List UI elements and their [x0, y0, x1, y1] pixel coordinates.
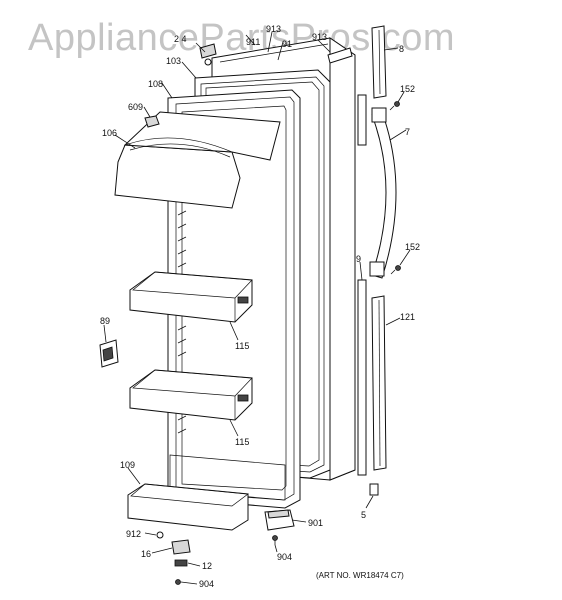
label-904-bottom: 904: [199, 579, 214, 589]
label-913-top: 913: [266, 24, 281, 34]
label-12: 12: [202, 561, 212, 571]
label-901: 901: [308, 518, 323, 528]
handle-trim-9: [357, 94, 367, 476]
label-8: 8: [399, 44, 404, 54]
dairy-bin: [114, 111, 281, 209]
leader-lines: [103, 31, 411, 585]
label-121: 121: [400, 312, 415, 322]
label-108: 108: [148, 79, 163, 89]
door-shelf-lower: [129, 369, 253, 421]
door-shelf-upper: [129, 271, 253, 323]
door-handle: [369, 107, 397, 279]
label-106: 106: [102, 128, 117, 138]
label-109: 109: [120, 460, 135, 470]
label-912: 912: [126, 529, 141, 539]
label-91: 91: [282, 39, 292, 49]
part-913: [327, 47, 353, 64]
screw-152-upper: [389, 101, 400, 111]
label-89: 89: [100, 316, 110, 326]
bottom-hinge-parts: [156, 531, 191, 585]
part-5: [369, 483, 379, 496]
label-911: 911: [246, 37, 260, 47]
part-89: [99, 339, 119, 368]
label-16: 16: [141, 549, 151, 559]
door-bottom-bin: [127, 483, 249, 531]
label-609: 609: [128, 102, 143, 112]
screw-152-lower: [390, 265, 401, 275]
top-hinge-part: [199, 43, 217, 66]
label-5: 5: [361, 510, 366, 520]
label-2-4: 2 4: [174, 34, 187, 44]
label-152-lower: 152: [405, 242, 420, 252]
label-913: 913: [312, 32, 327, 42]
label-115-lower: 115: [235, 437, 249, 447]
screw-904-right: [272, 535, 278, 545]
label-152-upper: 152: [400, 84, 415, 94]
liner-shelf-supports: [177, 210, 187, 434]
part-number-labels: 2 4 911 913 91 913 8 103 108 609 106 152…: [100, 24, 420, 589]
label-103: 103: [166, 56, 181, 66]
label-7: 7: [405, 127, 410, 137]
part-609: [144, 115, 160, 128]
handle-trim-top: [371, 25, 387, 99]
label-115-upper: 115: [235, 341, 249, 351]
art-number: (ART NO. WR18474 C7): [316, 571, 404, 580]
handle-trim-bottom: [371, 295, 387, 471]
label-9: 9: [356, 254, 361, 264]
label-904-right: 904: [277, 552, 292, 562]
part-901: [264, 509, 295, 531]
